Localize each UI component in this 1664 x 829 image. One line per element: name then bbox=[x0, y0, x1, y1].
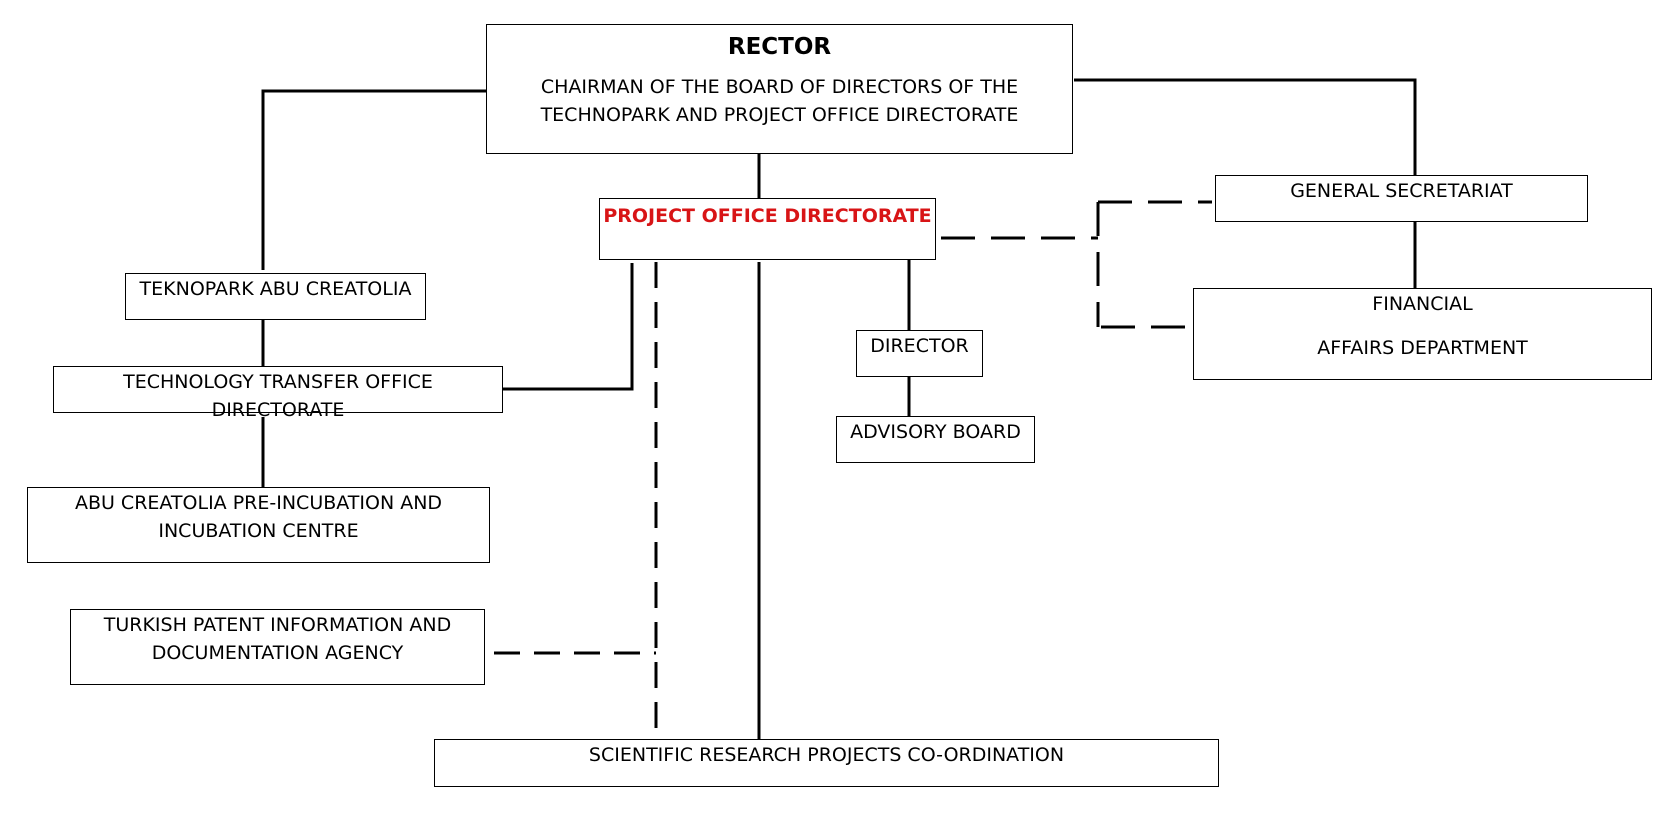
advisory-board-box: ADVISORY BOARD bbox=[836, 416, 1035, 463]
financial-affairs-box: FINANCIAL AFFAIRS DEPARTMENT bbox=[1193, 288, 1652, 380]
general-secretariat-box: GENERAL SECRETARIAT bbox=[1215, 175, 1588, 222]
project-office-box: PROJECT OFFICE DIRECTORATE bbox=[599, 198, 936, 260]
line-project-office-tto bbox=[503, 263, 634, 391]
tto-box: TECHNOLOGY TRANSFER OFFICE DIRECTORATE bbox=[53, 366, 503, 421]
research-coordination-label: SCIENTIFIC RESEARCH PROJECTS CO-ORDINATI… bbox=[588, 744, 1065, 766]
advisory-board-label: ADVISORY BOARD bbox=[850, 421, 1021, 443]
teknopark-box: TEKNOPARK ABU CREATOLIA bbox=[125, 273, 426, 320]
project-office-title: PROJECT OFFICE DIRECTORATE bbox=[603, 205, 932, 227]
rector-title: RECTOR bbox=[727, 34, 832, 60]
patent-agency-line-2: DOCUMENTATION AGENCY bbox=[151, 642, 404, 664]
rector-line-2: TECHNOPARK AND PROJECT OFFICE DIRECTORAT… bbox=[540, 104, 1019, 126]
patent-agency-box: TURKISH PATENT INFORMATION AND DOCUMENTA… bbox=[70, 609, 485, 685]
teknopark-label: TEKNOPARK ABU CREATOLIA bbox=[139, 278, 412, 300]
line-rector-general-secretariat bbox=[1074, 78, 1417, 176]
director-box: DIRECTOR bbox=[856, 330, 983, 377]
research-coordination-box: SCIENTIFIC RESEARCH PROJECTS CO-ORDINATI… bbox=[434, 739, 1219, 787]
rector-box: RECTOR CHAIRMAN OF THE BOARD OF DIRECTOR… bbox=[486, 24, 1073, 154]
director-label: DIRECTOR bbox=[870, 335, 969, 357]
tto-label: TECHNOLOGY TRANSFER OFFICE DIRECTORATE bbox=[123, 371, 433, 421]
incubation-box: ABU CREATOLIA PRE-INCUBATION AND INCUBAT… bbox=[27, 487, 490, 563]
financial-affairs-line-1: FINANCIAL bbox=[1372, 293, 1473, 315]
patent-agency-line-1: TURKISH PATENT INFORMATION AND bbox=[103, 614, 452, 636]
incubation-line-2: INCUBATION CENTRE bbox=[158, 520, 359, 542]
financial-affairs-line-2: AFFAIRS DEPARTMENT bbox=[1317, 337, 1528, 359]
incubation-line-1: ABU CREATOLIA PRE-INCUBATION AND bbox=[74, 492, 443, 514]
general-secretariat-label: GENERAL SECRETARIAT bbox=[1290, 180, 1513, 202]
rector-line-1: CHAIRMAN OF THE BOARD OF DIRECTORS OF TH… bbox=[540, 76, 1019, 98]
line-rector-teknopark bbox=[261, 89, 487, 270]
